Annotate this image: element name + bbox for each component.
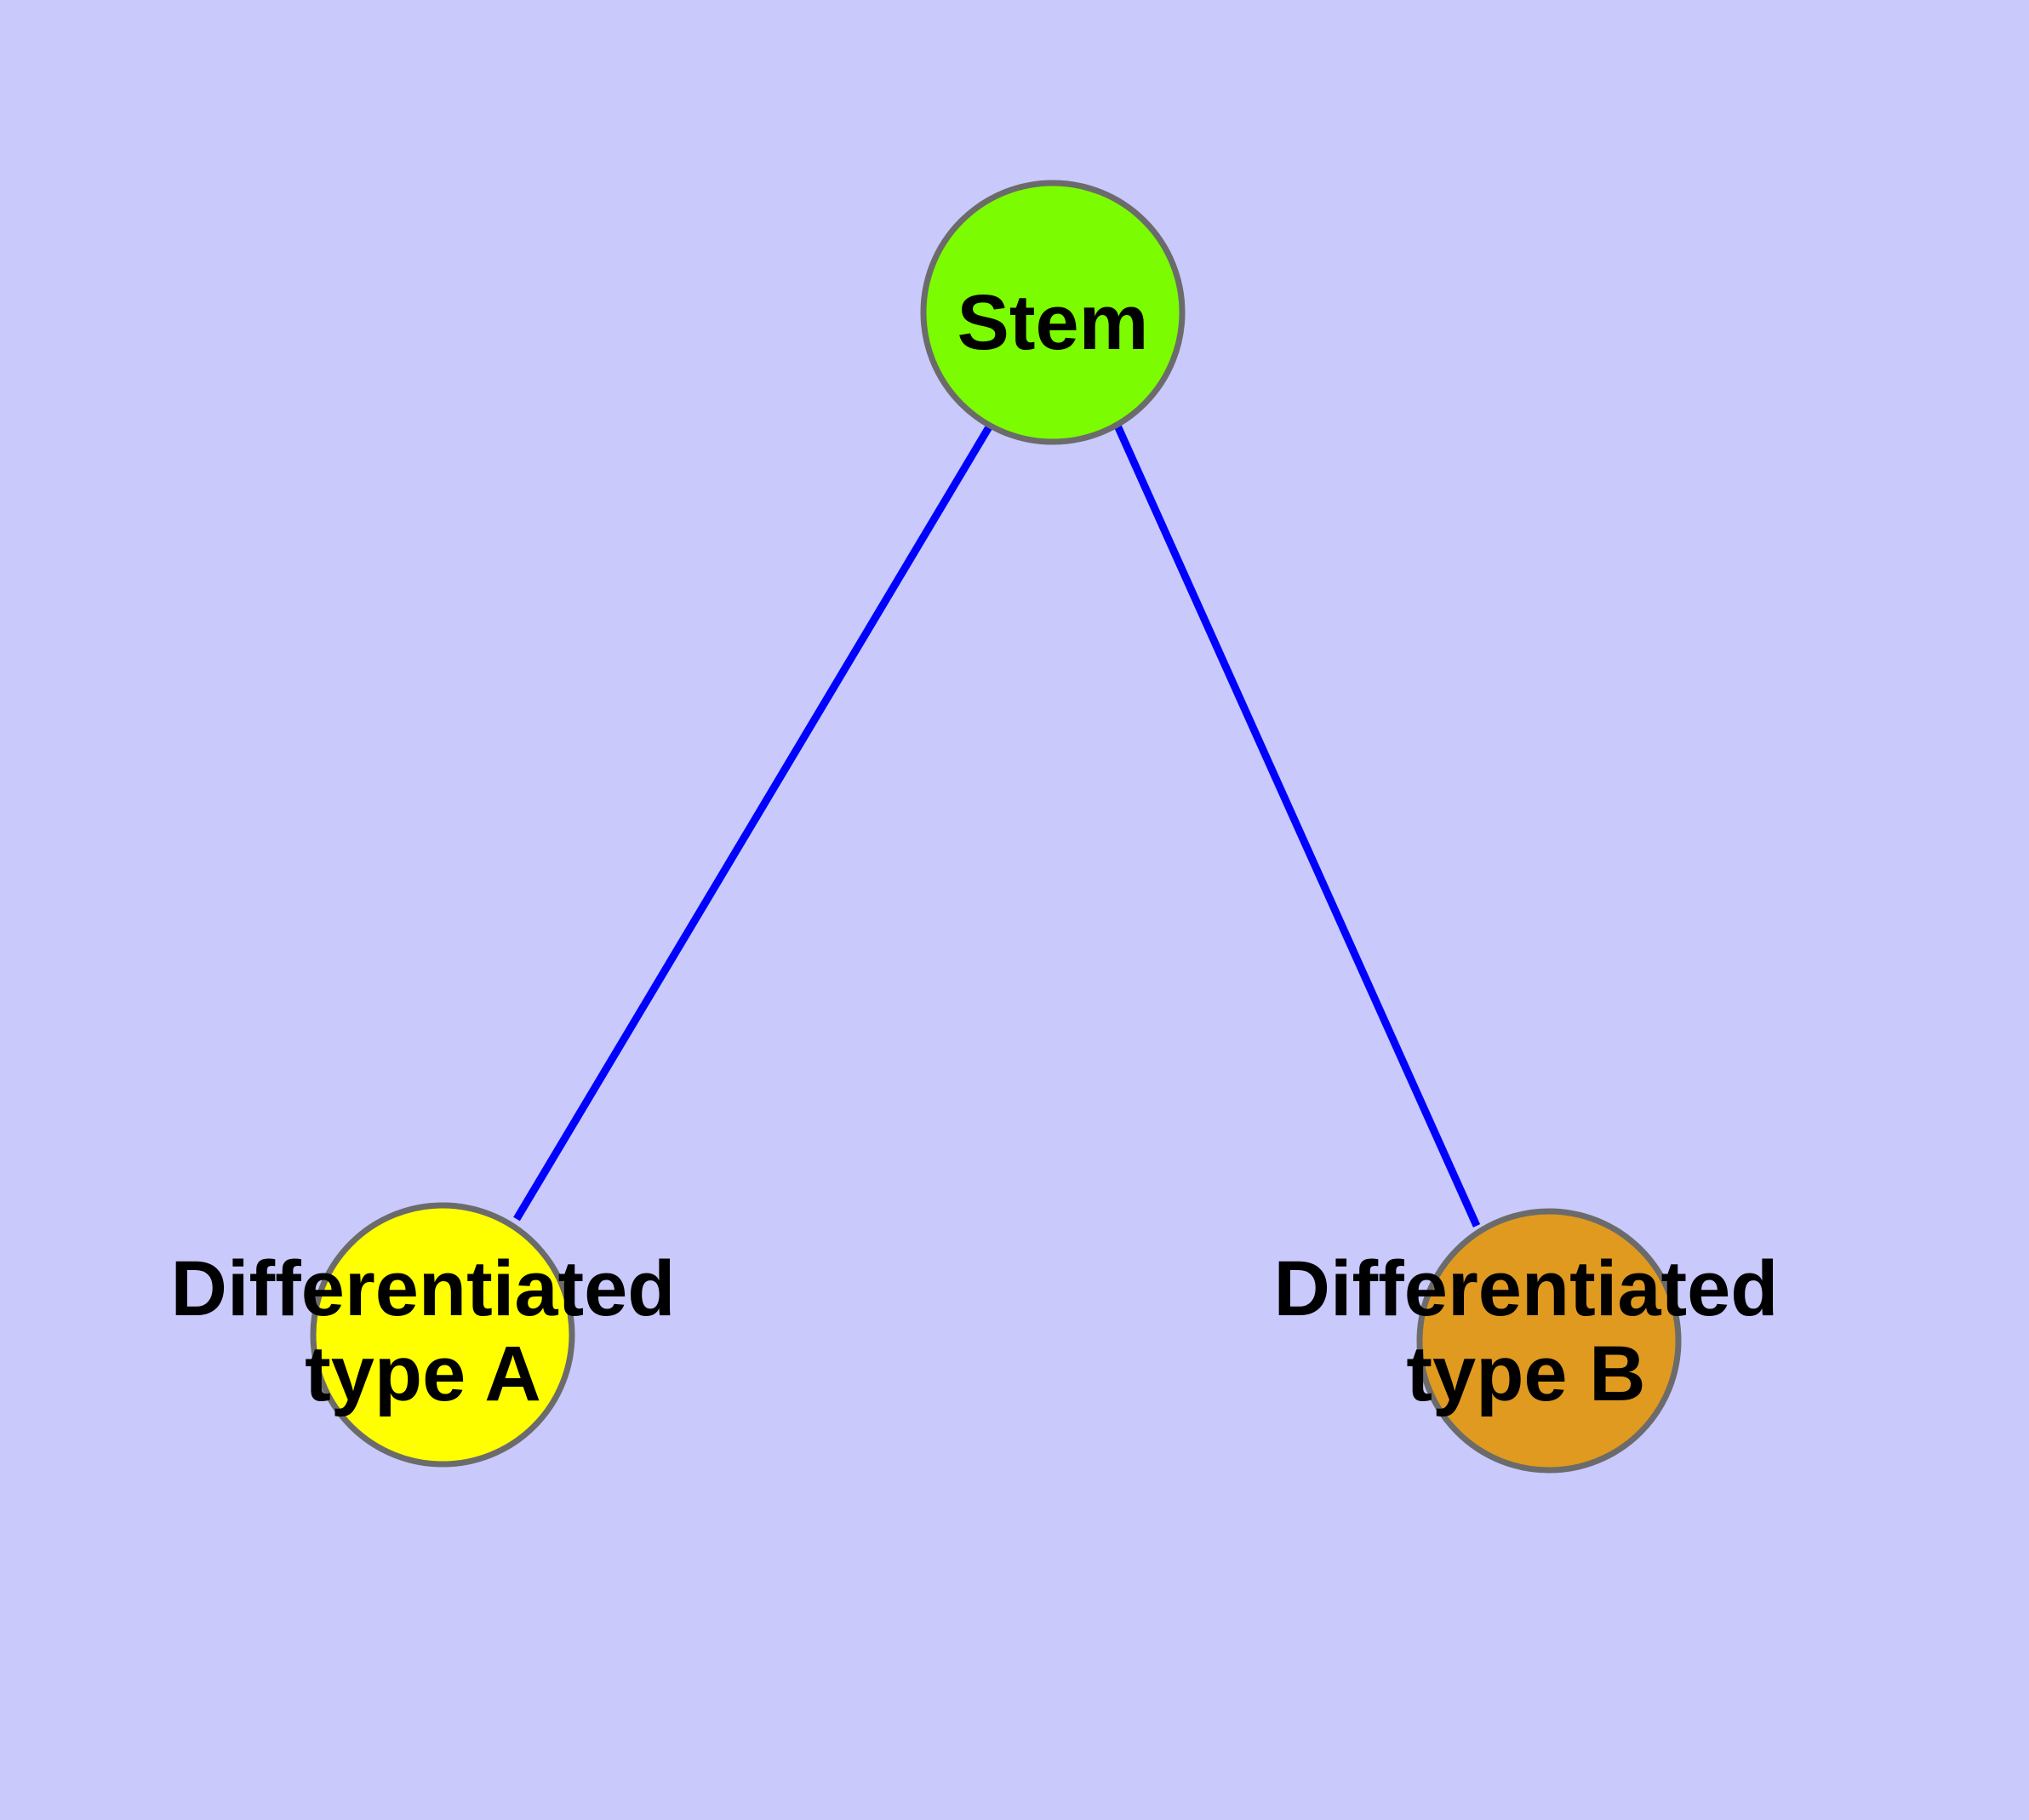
node-label-line: Stem	[957, 279, 1149, 366]
node-label-stem: Stem	[957, 279, 1149, 366]
edges-layer	[513, 423, 1481, 1228]
edge-stem-to-type-b[interactable]	[1113, 424, 1481, 1228]
node-label-line: type A	[305, 1331, 541, 1417]
node-label-line: Differentiated	[1274, 1245, 1779, 1332]
node-circle-differentiated-type-a[interactable]	[310, 1202, 575, 1468]
node-circle-stem[interactable]	[920, 180, 1186, 445]
edge-stem-to-type-a[interactable]	[513, 423, 993, 1222]
node-label-line: Differentiated	[171, 1245, 676, 1332]
nodes-layer	[310, 180, 1682, 1474]
node-label-line: type B	[1406, 1331, 1645, 1417]
node-circle-differentiated-type-b[interactable]	[1416, 1208, 1682, 1474]
